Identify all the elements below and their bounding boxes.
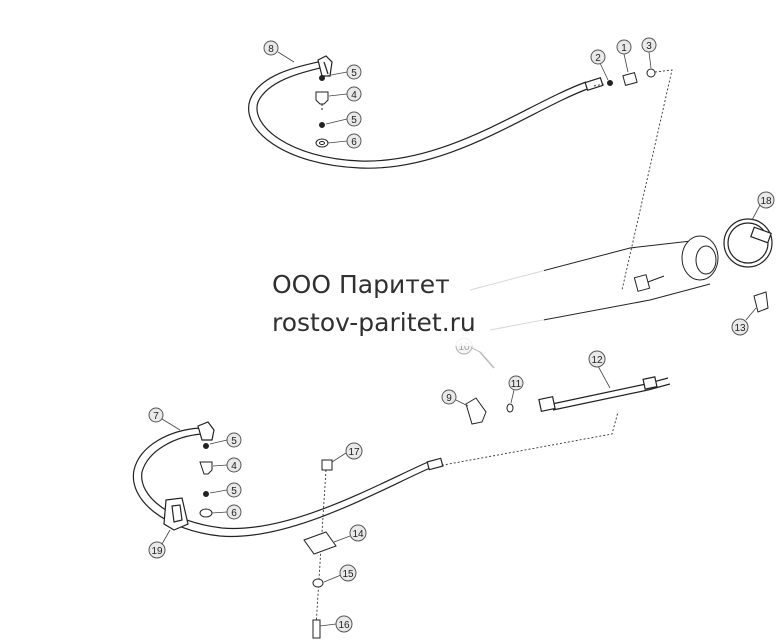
callout-label-5d: 5 — [231, 486, 237, 497]
callout-5b: 5 — [325, 111, 362, 127]
rigid-tube — [538, 376, 671, 413]
bracket-part — [753, 291, 769, 313]
watermark-backdrop — [254, 262, 544, 346]
callout-label-9: 9 — [446, 393, 452, 404]
callout-17: 17 — [331, 442, 363, 463]
callout-label-6b: 6 — [231, 508, 237, 519]
callout-label-11: 11 — [511, 379, 522, 390]
callout-12: 12 — [588, 350, 611, 389]
callout-1: 1 — [616, 39, 632, 73]
hose-clip — [163, 497, 189, 531]
callout-label-7: 7 — [153, 411, 159, 422]
callout-4b: 4 — [212, 457, 242, 473]
callout-label-4: 4 — [351, 90, 357, 101]
callout-label-8: 8 — [268, 44, 274, 55]
callout-label-10: 10 — [458, 342, 470, 353]
callout-label-5: 5 — [351, 68, 357, 79]
mount-parts — [303, 459, 337, 639]
upper-fitting-stack — [315, 75, 329, 148]
lower-hose-assembly — [132, 421, 444, 538]
callout-5a: 5 — [325, 64, 362, 80]
callout-16: 16 — [319, 615, 353, 633]
top-right-fittings — [607, 68, 656, 86]
upper-hose-assembly — [248, 55, 604, 169]
callout-18: 18 — [751, 191, 775, 221]
leader-lines — [315, 69, 673, 627]
callout-label-16: 16 — [338, 620, 350, 631]
callout-label-15: 15 — [342, 569, 354, 580]
callout-label-12: 12 — [591, 355, 603, 366]
callout-label-5b: 5 — [351, 115, 357, 126]
callout-label-4b: 4 — [231, 461, 237, 472]
callout-3: 3 — [641, 37, 657, 69]
callout-label-14: 14 — [352, 529, 364, 540]
callout-8: 8 — [263, 40, 295, 63]
elbow-fitting — [465, 397, 514, 425]
pin-part — [479, 351, 495, 369]
callout-label-5c: 5 — [231, 436, 237, 447]
callout-14: 14 — [333, 524, 367, 543]
callout-7: 7 — [148, 407, 181, 431]
callout-6b: 6 — [211, 504, 242, 520]
callout-label-6: 6 — [351, 137, 357, 148]
callout-label-18: 18 — [760, 196, 772, 207]
hydraulic-cylinder — [469, 235, 719, 331]
callout-9: 9 — [441, 389, 469, 407]
callout-2: 2 — [590, 49, 609, 81]
callout-label-19: 19 — [151, 546, 163, 557]
callout-4a: 4 — [328, 86, 362, 102]
callout-label-1: 1 — [621, 43, 627, 54]
callout-label-3: 3 — [646, 41, 652, 52]
callout-label-17: 17 — [348, 447, 360, 458]
watermark-company: ООО Паритет — [272, 270, 450, 299]
watermark-site: rostov-paritet.ru — [272, 308, 476, 337]
lower-fitting-stack — [199, 443, 213, 518]
callout-5d: 5 — [209, 482, 242, 498]
callout-15: 15 — [323, 564, 357, 583]
callout-label-2: 2 — [595, 53, 601, 64]
callout-19: 19 — [148, 529, 171, 559]
callout-11: 11 — [508, 375, 524, 404]
callout-label-13: 13 — [734, 323, 746, 334]
callout-13: 13 — [731, 307, 757, 336]
hose-clamp — [723, 218, 773, 268]
callout-5c: 5 — [209, 432, 242, 448]
callout-6a: 6 — [327, 133, 362, 149]
